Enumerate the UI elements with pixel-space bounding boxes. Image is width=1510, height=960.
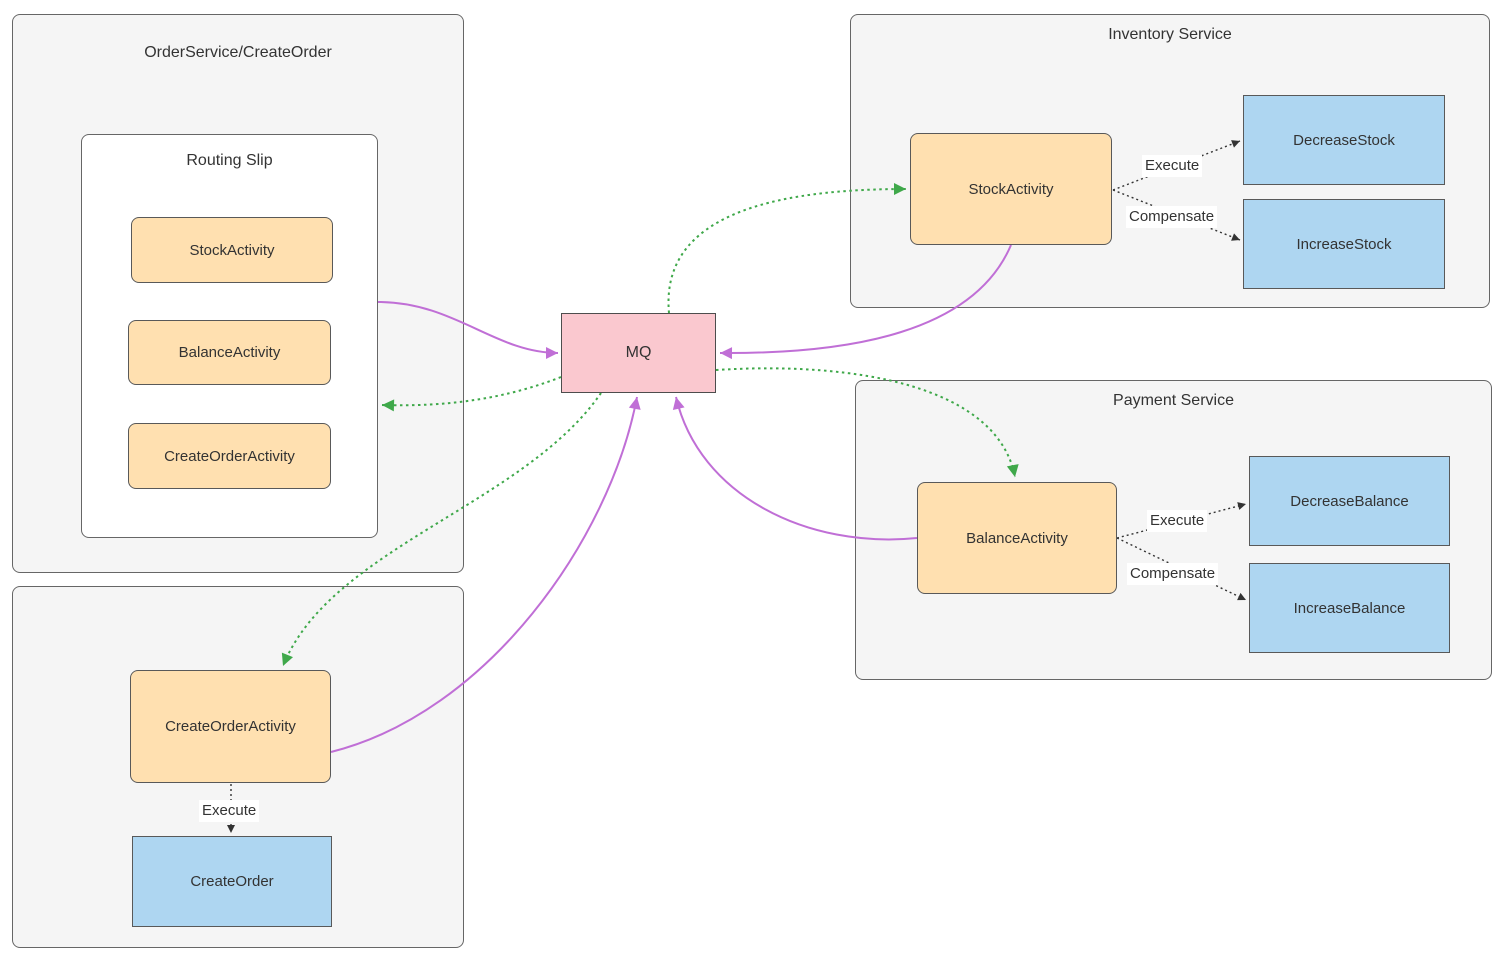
decrease-balance-node: DecreaseBalance <box>1249 456 1450 546</box>
mq-node: MQ <box>561 313 716 393</box>
create-order-node: CreateOrder <box>132 836 332 927</box>
increase-balance-node: IncreaseBalance <box>1249 563 1450 653</box>
worker-create-order-activity-node: CreateOrderActivity <box>130 670 331 783</box>
inventory-service-title: Inventory Service <box>1108 26 1232 43</box>
increase-stock-node: IncreaseStock <box>1243 199 1445 289</box>
routing-slip-balance-activity-node: BalanceActivity <box>128 320 331 385</box>
routing-slip-title: Routing Slip <box>186 152 273 169</box>
execute-label-payment: Execute <box>1147 510 1208 532</box>
inventory-stock-activity-node: StockActivity <box>910 133 1112 245</box>
compensate-label-payment: Compensate <box>1127 563 1219 585</box>
execute-label-inventory: Execute <box>1142 155 1203 177</box>
routing-slip-create-order-activity-node: CreateOrderActivity <box>128 423 331 489</box>
compensate-label-inventory: Compensate <box>1126 206 1218 228</box>
execute-label-order-worker: Execute <box>199 800 260 822</box>
payment-service-title: Payment Service <box>1113 392 1234 409</box>
order-service-title: OrderService/CreateOrder <box>144 44 332 61</box>
decrease-stock-node: DecreaseStock <box>1243 95 1445 185</box>
routing-slip-stock-activity-node: StockActivity <box>131 217 333 283</box>
payment-balance-activity-node: BalanceActivity <box>917 482 1117 594</box>
